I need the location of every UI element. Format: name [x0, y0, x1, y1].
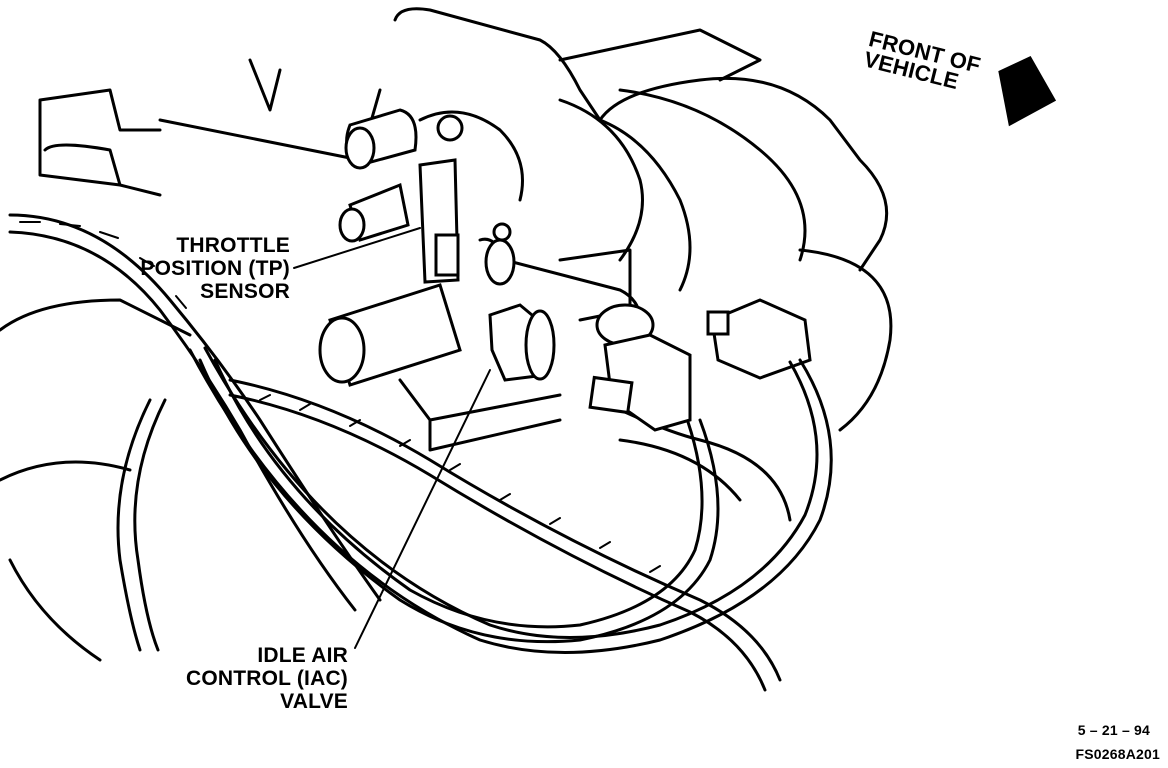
iac-valve-label: IDLE AIR CONTROL (IAC) VALVE — [148, 644, 348, 713]
wire-harnesses — [8, 213, 833, 692]
iac-valve-label-line-1: IDLE AIR — [257, 644, 348, 667]
tp-sensor-label: THROTTLE POSITION (TP) SENSOR — [106, 234, 290, 303]
date-stamp: 5 – 21 – 94 — [1077, 722, 1150, 738]
tp-sensor-label-line-3: SENSOR — [200, 280, 290, 303]
arrow-right-icon — [998, 56, 1057, 127]
leader-lines — [293, 227, 491, 649]
tp-sensor-label-line-2: POSITION (TP) — [140, 257, 290, 280]
iac-valve-label-line-3: VALVE — [280, 690, 348, 713]
iac-valve-label-line-2: CONTROL (IAC) — [185, 667, 348, 690]
figure-code: FS0268A201 — [1075, 746, 1160, 762]
wiring-connectors — [588, 298, 812, 432]
tp-sensor-label-line-1: THROTTLE — [176, 234, 290, 257]
engine-block-left — [0, 58, 382, 662]
throttle-body — [318, 7, 893, 522]
